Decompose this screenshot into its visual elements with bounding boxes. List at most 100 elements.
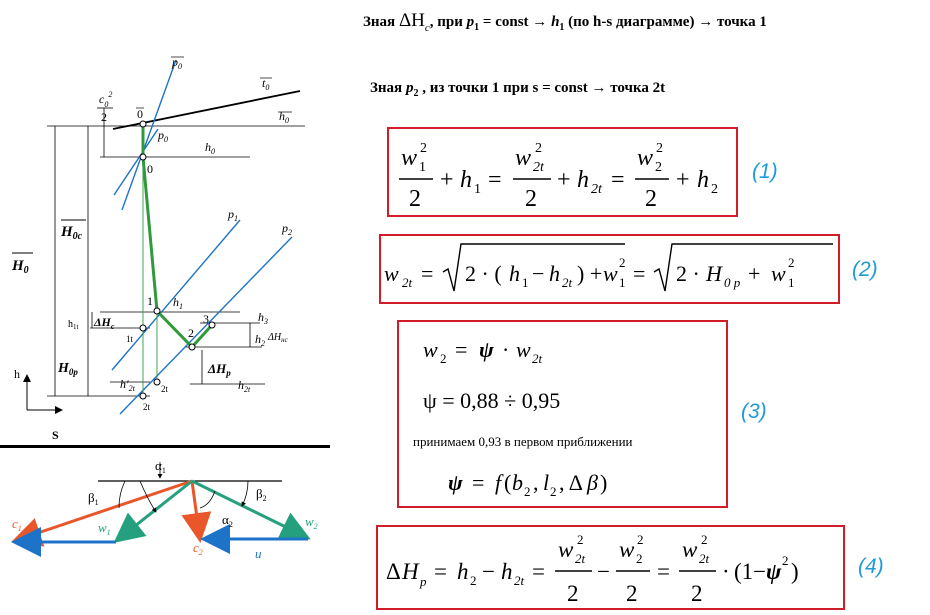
section-divider (0, 445, 330, 448)
svg-text:0: 0 (147, 162, 153, 176)
svg-text:β2: β2 (256, 486, 267, 503)
svg-text:1t: 1t (126, 334, 134, 344)
svg-text:p2: p2 (281, 221, 292, 237)
svg-text:−: − (597, 559, 610, 584)
svg-text:α2: α2 (222, 512, 233, 529)
c2-vector (181, 480, 212, 543)
svg-text:Δ: Δ (386, 559, 401, 584)
c1-vector (11, 479, 193, 547)
svg-text:w: w (401, 145, 417, 171)
svg-text:ΔHнс: ΔHнс (267, 332, 289, 344)
svg-text:2: 2 (525, 186, 537, 212)
svg-text:w: w (603, 261, 618, 286)
svg-text:p: p (419, 574, 427, 589)
svg-text:2t: 2t (575, 551, 586, 566)
svg-text:2: 2 (701, 532, 708, 547)
svg-text:2t: 2t (533, 160, 545, 175)
svg-text:): ) (600, 470, 607, 495)
svg-text:2: 2 (782, 553, 789, 568)
svg-text:w1: w1 (98, 520, 111, 537)
svg-text:+: + (440, 167, 454, 193)
svg-text:2: 2 (577, 532, 584, 547)
delta-h-symbol: ΔHc (398, 10, 430, 34)
svg-text:2: 2 (711, 182, 718, 197)
velocity-triangle: α1 β1 β2 α2 c1 w1 c2 u w2 (10, 458, 318, 561)
svg-text:H: H (401, 559, 420, 584)
svg-text:S: S (52, 428, 59, 442)
svg-text:2: 2 (440, 351, 447, 366)
svg-text:2: 2 (409, 186, 421, 212)
svg-text:2: 2 (470, 573, 477, 588)
expansion-process-line (141, 126, 214, 350)
svg-text:=: = (488, 167, 502, 193)
equation-2-number: (2) (852, 258, 878, 281)
svg-text:w: w (637, 145, 653, 171)
svg-text:H0p: H0p (57, 361, 78, 377)
svg-text:h1t: h1t (68, 319, 79, 331)
svg-text:h: h (14, 367, 20, 381)
svg-text:1: 1 (788, 275, 795, 290)
svg-text:2: 2 (636, 551, 643, 566)
svg-text:2: 2 (420, 141, 427, 156)
svg-text:t0: t0 (262, 76, 269, 92)
svg-text:w: w (423, 337, 438, 362)
w1-vector (113, 479, 193, 543)
svg-text:2: 2 (188, 326, 194, 340)
svg-text:2: 2 (637, 532, 644, 547)
svg-text:1: 1 (147, 294, 153, 308)
svg-text:c02: c02 (99, 90, 112, 109)
svg-text:w: w (515, 145, 531, 171)
svg-text:H0c: H0c (60, 224, 83, 242)
svg-text:h: h (501, 559, 513, 584)
svg-text:p0: p0 (157, 128, 168, 144)
svg-text:h: h (549, 261, 560, 286)
svg-text:ψ: ψ (448, 470, 463, 495)
svg-text:2t: 2t (143, 402, 151, 412)
svg-text:) +: ) + (577, 261, 602, 286)
svg-text:h1: h1 (173, 295, 183, 311)
svg-text:h: h (509, 261, 520, 286)
hs-diagram: c02 2 p0 t0 h0 0 p0 h0 0 H0c H0 p1 p2 h1… (11, 55, 305, 442)
svg-text:): ) (791, 559, 799, 584)
svg-text:, Δ: , Δ (559, 470, 583, 495)
svg-text:p1: p1 (227, 207, 238, 223)
svg-text:2: 2 (550, 484, 557, 499)
svg-text:2: 2 (626, 581, 638, 606)
svg-text:ψ: ψ (766, 559, 782, 584)
svg-text:c1: c1 (12, 516, 22, 533)
svg-text:2: 2 (101, 110, 107, 124)
svg-text:2: 2 (691, 581, 703, 606)
psi-note: принимаем 0,93 в первом приближении (413, 434, 633, 449)
svg-text:1: 1 (474, 182, 481, 197)
svg-text:=: = (657, 559, 670, 584)
svg-text:(1−: (1− (734, 559, 766, 584)
svg-text:,: , (533, 470, 539, 495)
header-line-1: Зная ΔHc, при p1 = const → h1 (по h-s ди… (363, 10, 767, 34)
svg-text:β: β (586, 470, 598, 495)
svg-text:2t: 2t (532, 351, 543, 366)
equation-4-number: (4) (858, 555, 884, 578)
svg-text:h2t: h2t (238, 378, 251, 394)
header-text: Зная (363, 14, 399, 30)
svg-text:+: + (748, 261, 760, 286)
svg-text:h3: h3 (258, 310, 268, 326)
svg-text:b: b (512, 470, 523, 495)
svg-text:2: 2 (524, 484, 531, 499)
p2-isobar (119, 236, 293, 415)
svg-text:h'2t: h'2t (120, 377, 136, 393)
svg-text:2 ·: 2 · (676, 261, 700, 286)
svg-text:H: H (705, 261, 723, 286)
svg-text:2: 2 (619, 255, 626, 270)
svg-text:h2: h2 (255, 332, 265, 348)
svg-text:ψ: ψ (479, 337, 494, 362)
svg-text:h0: h0 (205, 140, 215, 156)
svg-text:+: + (676, 167, 690, 193)
equation-3-number: (3) (741, 400, 767, 423)
p0bar-isobar (121, 59, 177, 211)
svg-text:1: 1 (619, 275, 626, 290)
